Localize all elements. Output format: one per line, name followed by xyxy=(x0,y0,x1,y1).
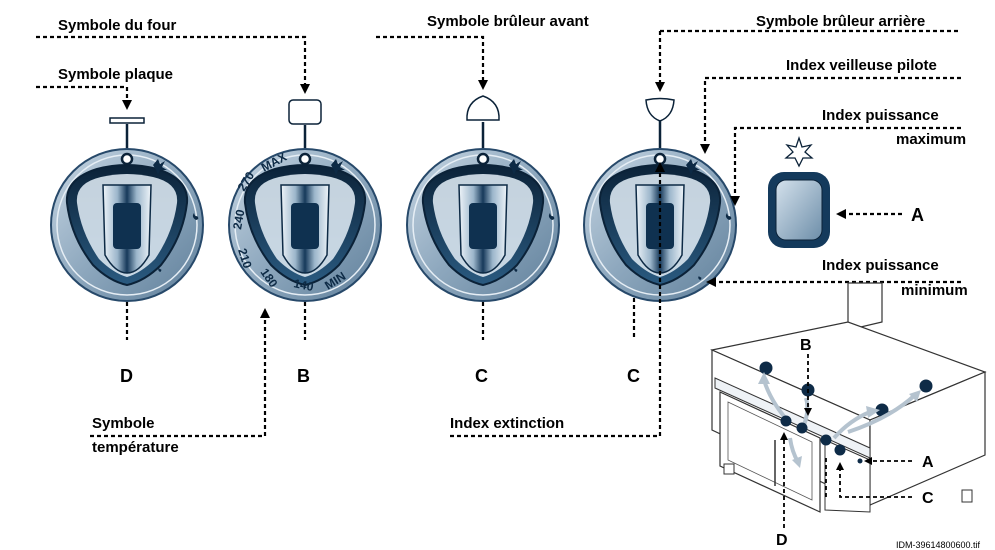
range-letter-b: B xyxy=(800,337,812,354)
range-letter-d: D xyxy=(776,532,788,549)
pilot-flame-icon xyxy=(686,159,700,175)
range-illustration xyxy=(710,282,987,528)
min-flame-icon xyxy=(514,268,518,272)
knob-rear-burner[interactable] xyxy=(582,97,738,303)
letter-button: A xyxy=(911,205,924,225)
label-front-burner-symbol: Symbole brûleur avant xyxy=(427,13,589,30)
range-letter-a: A xyxy=(922,454,934,471)
ignition-button[interactable] xyxy=(768,135,830,248)
pilot-flame-icon xyxy=(331,159,345,175)
label-off-index: Index extinction xyxy=(450,415,564,432)
letter-knob3: C xyxy=(475,366,488,386)
spark-icon xyxy=(784,135,814,168)
pilot-flame-icon xyxy=(153,159,167,175)
label-oven-symbol: Symbole du four xyxy=(58,17,177,34)
oven-symbol-icon xyxy=(288,99,322,125)
max-flame-icon xyxy=(192,213,199,220)
label-plate-symbol: Symbole plaque xyxy=(58,66,173,83)
label-max-power-1: Index puissance xyxy=(822,107,939,124)
min-flame-icon xyxy=(158,268,162,272)
label-temperature-1: Symbole xyxy=(92,415,155,432)
reference-code: IDM-39614800600.tif xyxy=(896,540,981,550)
label-pilot-index: Index veilleuse pilote xyxy=(786,57,937,74)
scale-210: 210 xyxy=(235,247,255,271)
scale-140: 140 xyxy=(292,276,315,294)
label-temperature-2: température xyxy=(92,439,179,456)
letter-knob2: B xyxy=(297,366,310,386)
scale-240: 240 xyxy=(230,208,247,230)
letter-knob1: D xyxy=(120,366,133,386)
letter-knob4: C xyxy=(627,366,640,386)
knob-front-burner[interactable] xyxy=(405,95,561,303)
max-flame-icon xyxy=(725,213,732,220)
label-max-power-2: maximum xyxy=(896,131,966,148)
max-flame-icon xyxy=(548,213,555,220)
label-min-power-2: minimum xyxy=(901,282,968,299)
pilot-flame-icon xyxy=(509,159,523,175)
label-min-power-1: Index puissance xyxy=(822,257,939,274)
min-flame-icon xyxy=(698,276,702,280)
leader-lines xyxy=(36,29,961,438)
knob-plate[interactable] xyxy=(49,117,205,303)
label-rear-burner-symbol: Symbole brûleur arrière xyxy=(756,13,925,30)
plate-symbol-icon xyxy=(109,117,145,124)
knob-oven[interactable]: MAX 270 240 210 180 140 MIN xyxy=(227,99,383,303)
range-letter-c: C xyxy=(922,490,934,507)
rear-burner-symbol-icon xyxy=(645,97,675,122)
front-burner-symbol-icon xyxy=(466,95,500,121)
